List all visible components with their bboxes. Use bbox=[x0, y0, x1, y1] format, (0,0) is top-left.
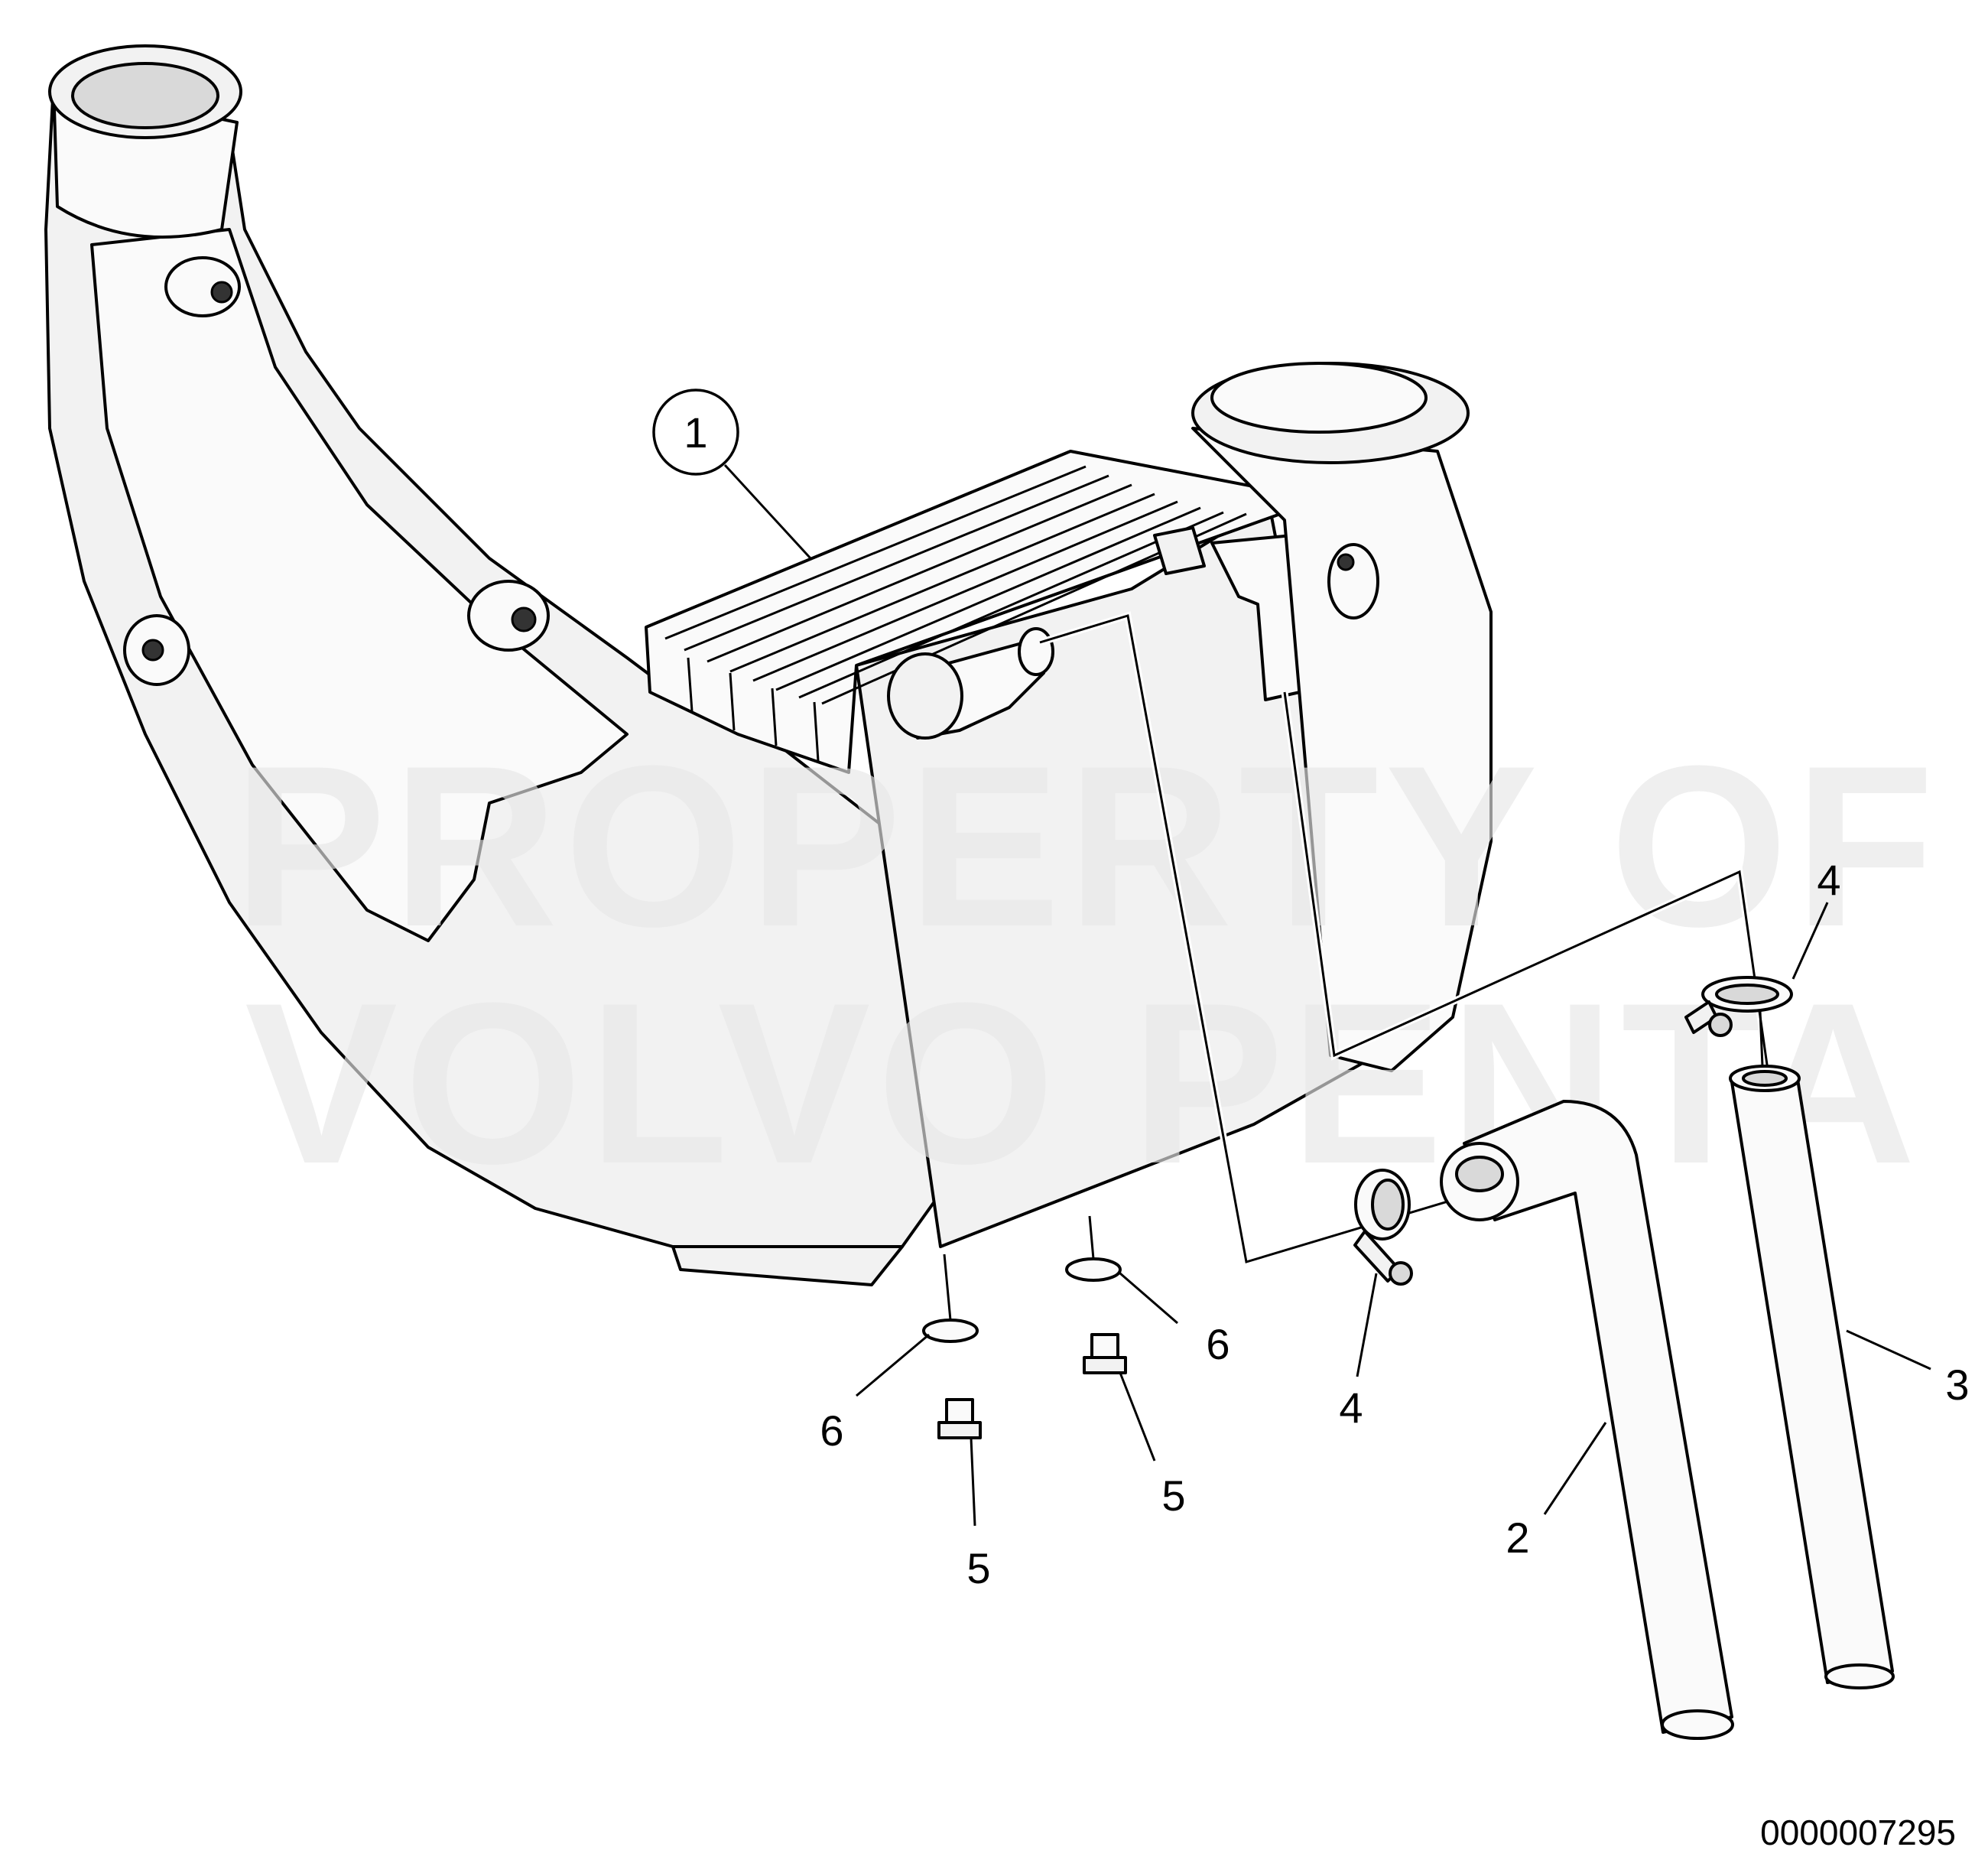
housing-bottom-flange bbox=[671, 1245, 904, 1286]
leader-2 bbox=[1543, 1422, 1607, 1515]
outlet-boss-hole bbox=[1337, 553, 1355, 571]
drain-plug-left bbox=[937, 1398, 982, 1439]
leader-4a bbox=[1791, 902, 1829, 980]
fin-line bbox=[813, 701, 820, 762]
callout-1-label: 1 bbox=[684, 408, 707, 457]
mounting-hole-top bbox=[210, 281, 233, 304]
leader-5b bbox=[1119, 1372, 1156, 1462]
fin-line bbox=[707, 483, 1132, 663]
leader-hose-3-axis bbox=[1759, 1010, 1764, 1067]
fin-line bbox=[775, 506, 1201, 691]
fin-line bbox=[798, 511, 1224, 699]
watermark-line1: PROPERTY OF bbox=[233, 717, 1941, 974]
leader-4b bbox=[1356, 1273, 1378, 1377]
mounting-hole-left bbox=[141, 639, 164, 662]
callout-4b-label: 4 bbox=[1339, 1384, 1363, 1432]
callouts: 1 2 3 4 4 5 5 6 6 bbox=[652, 389, 1970, 1592]
clamp-4a-screw-head bbox=[1708, 1013, 1733, 1037]
outlet-boss bbox=[1327, 543, 1379, 619]
outlet-opening bbox=[1210, 362, 1428, 434]
leader-plug-right-axis bbox=[1088, 1215, 1095, 1260]
leader-lines bbox=[723, 463, 1931, 1527]
cooler-core bbox=[645, 450, 1378, 1248]
hose-3-bottom-end bbox=[1824, 1663, 1895, 1689]
clamp-4b-screw-head bbox=[1389, 1261, 1413, 1286]
outlet-elbow-body bbox=[1191, 427, 1493, 1072]
outlet-elbow bbox=[1191, 362, 1493, 1072]
hose-2-top-bore bbox=[1455, 1156, 1504, 1192]
fin-line bbox=[729, 493, 1155, 673]
fin-line bbox=[687, 657, 694, 712]
mounting-hole-middle bbox=[511, 606, 537, 632]
fin-line bbox=[684, 474, 1109, 652]
leader-3 bbox=[1846, 1329, 1931, 1371]
fin-line bbox=[771, 688, 778, 746]
fin-line bbox=[729, 672, 736, 731]
callout-6b-label: 6 bbox=[1206, 1320, 1230, 1368]
mounting-boss-middle bbox=[467, 580, 550, 652]
clamp-4a-screw bbox=[1684, 1000, 1718, 1034]
cooler-fin-top bbox=[645, 450, 1286, 774]
callout-1-circle bbox=[652, 389, 739, 476]
fin-line bbox=[664, 465, 1087, 640]
hose-3-top-bore bbox=[1742, 1070, 1788, 1087]
coolant-hose-straight bbox=[1729, 1065, 1895, 1689]
callout-5b-label: 5 bbox=[1161, 1471, 1185, 1520]
sensor-bracket bbox=[1153, 526, 1206, 575]
callout-4a-label: 4 bbox=[1817, 856, 1840, 904]
o-ring-right bbox=[1065, 1257, 1122, 1282]
drain-plug-right bbox=[1083, 1333, 1127, 1374]
leader-6a bbox=[856, 1333, 930, 1397]
clamp-4a-inner bbox=[1715, 984, 1779, 1005]
coolant-nipple-left-end bbox=[1018, 627, 1054, 676]
callout-5a-label: 5 bbox=[966, 1544, 990, 1592]
clamp-4b-screw bbox=[1353, 1230, 1401, 1283]
o-ring-left bbox=[922, 1319, 979, 1343]
hose-clamp-upper bbox=[1684, 976, 1793, 1037]
leader-5a bbox=[970, 1437, 976, 1527]
fin-line bbox=[752, 500, 1178, 682]
pipe-bend-highlight bbox=[90, 228, 629, 942]
leader-6b bbox=[1119, 1272, 1178, 1325]
coolant-hose-bent bbox=[1440, 1100, 1734, 1740]
drawing-number: 0000007295 bbox=[1760, 1813, 1956, 1852]
watermark-line2: VOLVO PENTA bbox=[245, 954, 1922, 1211]
leader-plug-left-axis bbox=[943, 1254, 952, 1321]
callout-2-label: 2 bbox=[1506, 1514, 1529, 1562]
clamp-4b-inner bbox=[1371, 1179, 1405, 1231]
hose-2-bottom-end bbox=[1661, 1709, 1734, 1740]
leader-1 bbox=[723, 463, 812, 560]
intake-pipe-housing bbox=[44, 44, 1072, 1286]
callout-3-label: 3 bbox=[1945, 1361, 1969, 1409]
hose-clamp-lower bbox=[1353, 1169, 1413, 1286]
coolant-nipple-left-cap bbox=[887, 652, 963, 740]
inlet-opening bbox=[71, 62, 219, 129]
callout-6a-label: 6 bbox=[820, 1406, 843, 1455]
